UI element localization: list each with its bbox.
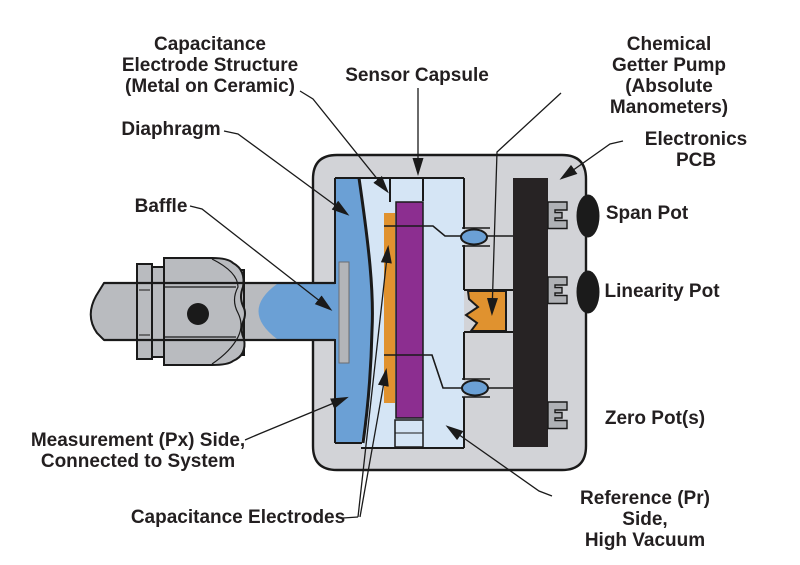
electronics-pcb-board <box>513 178 548 447</box>
baffle-plate <box>338 261 350 364</box>
diaphragm-membrane <box>357 177 374 444</box>
leader-capacitance-electrodes-top <box>357 245 392 518</box>
feedthrough-top <box>460 228 488 246</box>
px-measurement-chamber <box>335 178 373 443</box>
span-pot-trimmer <box>547 201 568 230</box>
fitting-center-dot <box>187 303 209 325</box>
feedthrough-flanges <box>462 227 490 398</box>
electrode-structure-ceramic <box>395 201 424 419</box>
label-sensor-capsule: Sensor Capsule <box>345 65 489 86</box>
label-capacitance-electrode-structure: Capacitance Electrode Structure (Metal o… <box>121 34 299 97</box>
leader-electronics-pcb <box>559 140 624 180</box>
label-electronics-pcb: Electronics PCB <box>644 129 748 171</box>
label-capacitance-electrodes: Capacitance Electrodes <box>130 507 346 528</box>
leader-diaphragm <box>223 130 350 216</box>
gas-channel <box>258 284 337 339</box>
leader-capacitance-electrodes-bottom <box>359 368 389 518</box>
zero-pot-trimmer <box>547 401 568 430</box>
leader-baffle <box>189 205 333 311</box>
leader-reference-side <box>445 425 553 497</box>
linearity-pot-trimmer <box>547 276 568 305</box>
linearity-pot-knob <box>576 270 600 314</box>
label-measurement-side: Measurement (Px) Side, Connected to Syst… <box>30 430 246 472</box>
feedthrough-bottom <box>461 379 489 397</box>
label-baffle: Baffle <box>134 196 188 217</box>
label-diaphragm: Diaphragm <box>121 119 221 140</box>
fitting-washer <box>151 266 165 358</box>
label-chemical-getter-pump: Chemical Getter Pump (Absolute Manometer… <box>609 34 729 118</box>
span-pot-knob <box>576 194 600 238</box>
label-span-pot: Span Pot <box>605 203 689 224</box>
fitting-collar-left <box>136 263 153 360</box>
label-zero-pot: Zero Pot(s) <box>604 408 706 429</box>
label-linearity-pot: Linearity Pot <box>604 281 720 302</box>
label-reference-side: Reference (Pr) Side, High Vacuum <box>580 488 710 551</box>
leader-lines <box>189 88 624 519</box>
leader-measurement-side <box>244 396 349 441</box>
capacitance-electrodes-bar <box>384 213 395 403</box>
leader-capacitance-electrodes-dash <box>342 516 359 519</box>
nut-facet-seam <box>211 258 242 365</box>
leader-capacitance-electrode-structure <box>299 90 389 194</box>
leader-getter-pump <box>486 92 562 316</box>
capsule-outlines <box>334 177 513 449</box>
